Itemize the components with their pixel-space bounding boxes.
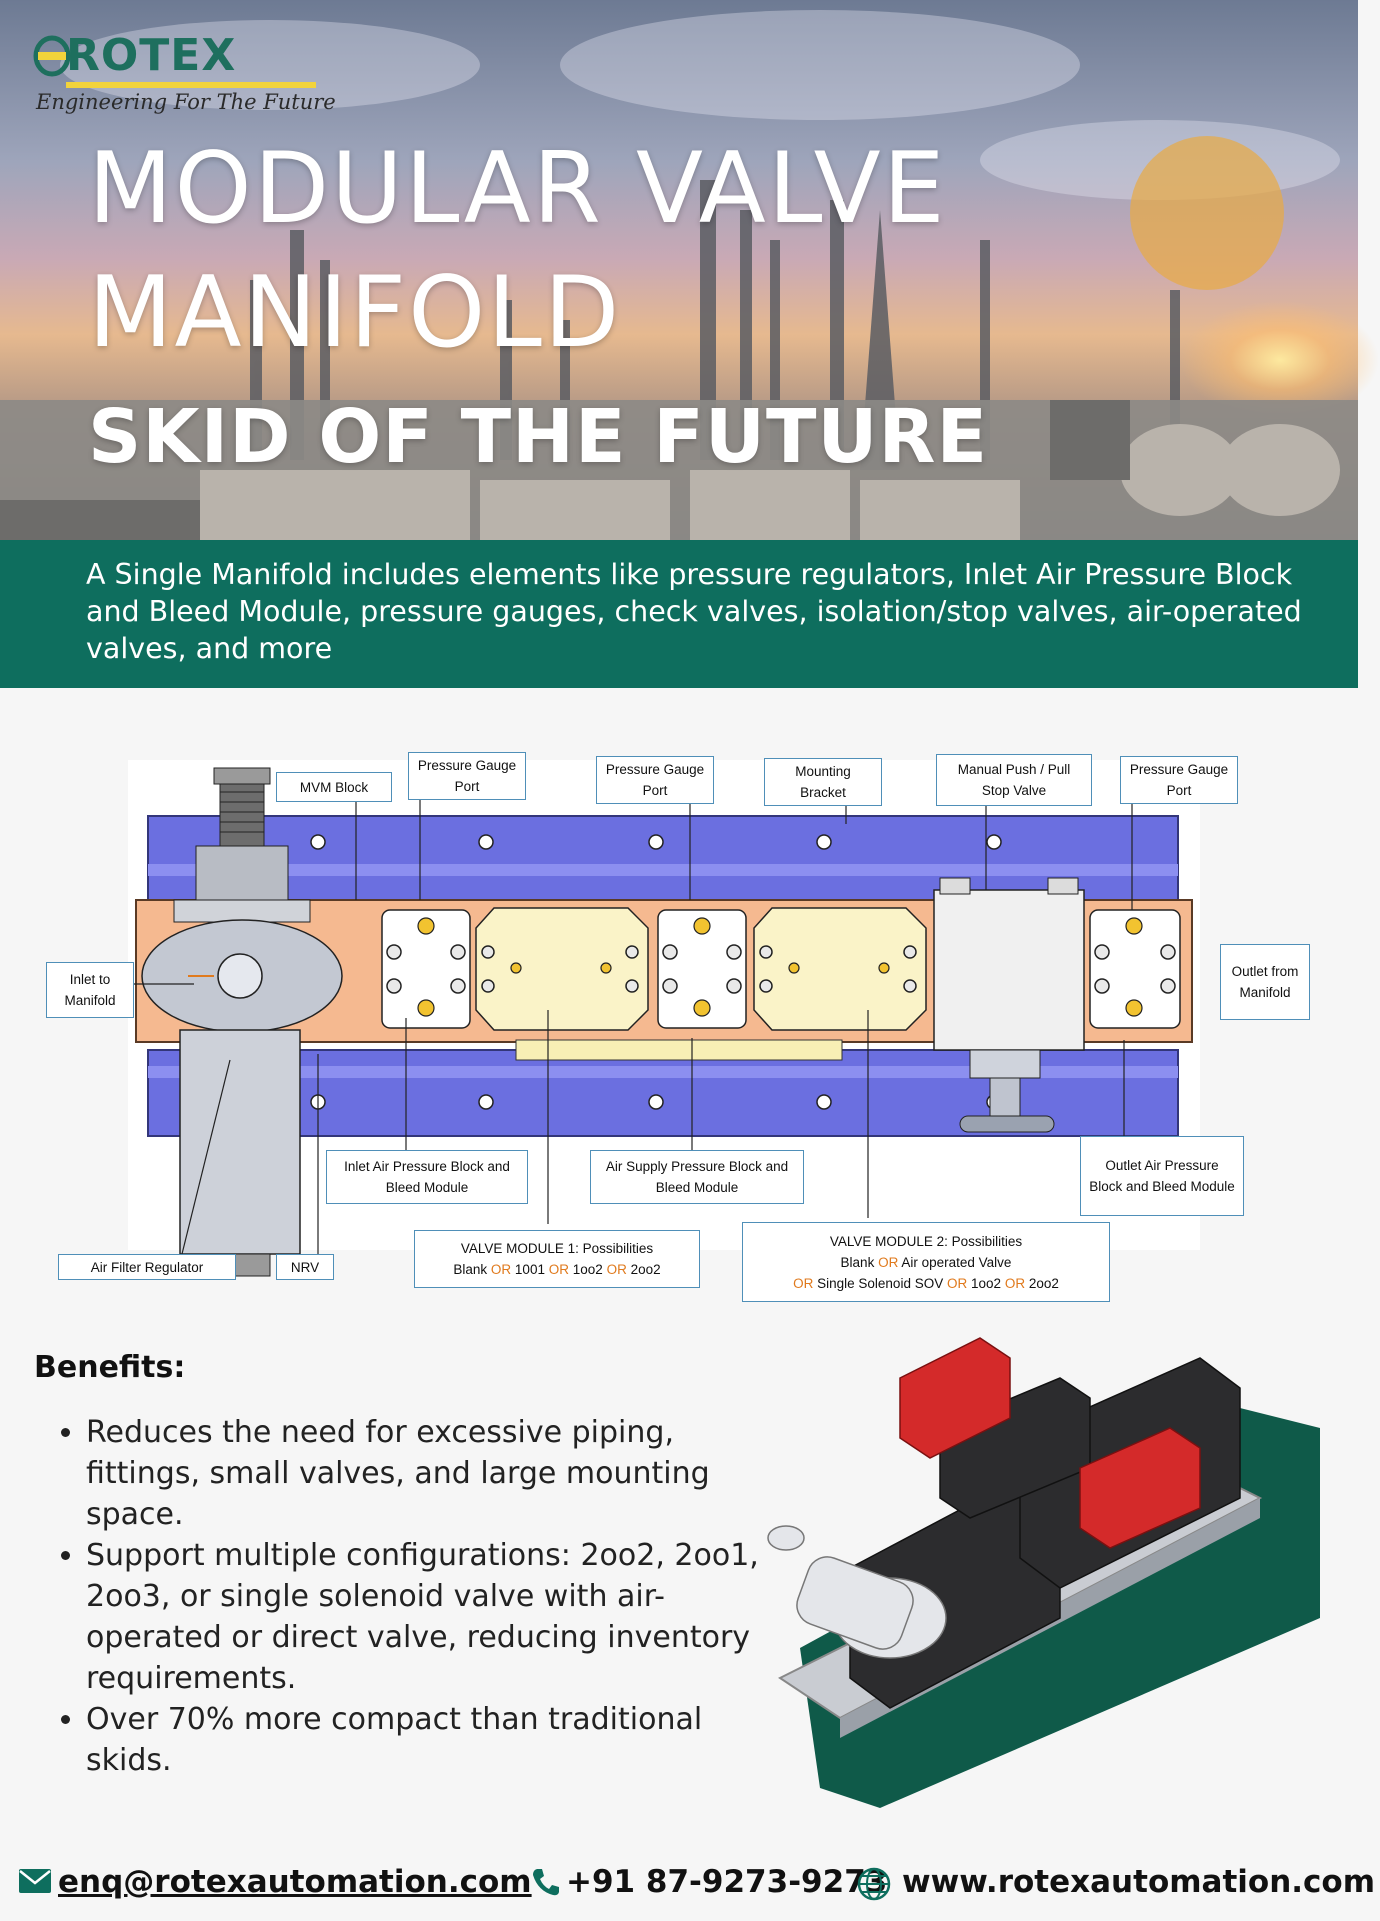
brand-tagline: Engineering For The Future xyxy=(36,90,336,114)
label-nrv: NRV xyxy=(276,1254,334,1280)
website-link[interactable]: www.rotexautomation.com xyxy=(902,1864,1376,1900)
phone-icon xyxy=(533,1869,559,1896)
brand-name: ROTEX xyxy=(66,30,237,81)
contact-footer: enq@rotexautomation.com +91 87-9273-9273… xyxy=(0,1860,1375,1912)
label-outlet-air-pressure-block: Outlet Air Pressure Block and Bleed Modu… xyxy=(1080,1136,1244,1216)
benefit-item: Reduces the need for excessive piping, f… xyxy=(86,1412,786,1535)
valve-module-1-title: VALVE MODULE 1: Possibilities xyxy=(460,1241,654,1256)
label-mounting-bracket: Mounting Bracket xyxy=(764,758,882,806)
mail-icon xyxy=(19,1869,51,1893)
valve-module-2-options-line2: OR Single Solenoid SOV OR 1oo2 OR 2oo2 xyxy=(793,1275,1059,1291)
valve-manifold-product-image xyxy=(767,1337,1320,1808)
cloud xyxy=(560,10,1080,120)
label-outlet-from-manifold: Outlet from Manifold xyxy=(1220,944,1310,1020)
intro-banner: A Single Manifold includes elements like… xyxy=(0,540,1358,688)
email-link[interactable]: enq@rotexautomation.com xyxy=(58,1864,532,1900)
benefit-item: Over 70% more compact than traditional s… xyxy=(86,1699,786,1781)
phone-link[interactable]: +91 87-9273-9273 xyxy=(566,1864,888,1900)
label-pressure-gauge-port-2: Pressure Gauge Port xyxy=(596,756,714,804)
cloud xyxy=(60,20,480,110)
decorative-circle xyxy=(1130,136,1284,290)
brand-underline xyxy=(66,82,316,88)
rotex-logo-icon xyxy=(33,35,71,77)
benefit-item: Support multiple configurations: 2oo2, 2… xyxy=(86,1535,786,1699)
manifold-diagram: MVM Block Pressure Gauge Port Pressure G… xyxy=(0,740,1358,1310)
rotex-logo: ROTEX Engineering For The Future xyxy=(33,28,336,128)
valve-module-1-options: Blank OR 1001 OR 1oo2 OR 2oo2 xyxy=(453,1262,661,1277)
globe-icon xyxy=(857,1867,891,1901)
hero-title-line3: SKID OF THE FUTURE xyxy=(88,394,989,480)
valve-module-2-options-line1: Blank OR Air operated Valve xyxy=(840,1254,1012,1270)
label-inlet-air-pressure-block: Inlet Air Pressure Block and Bleed Modul… xyxy=(326,1150,528,1204)
intro-text: A Single Manifold includes elements like… xyxy=(86,558,1302,665)
label-air-supply-pressure-block: Air Supply Pressure Block and Bleed Modu… xyxy=(590,1150,804,1204)
benefits-list: Reduces the need for excessive piping, f… xyxy=(52,1412,786,1781)
label-manual-push-pull-stop-valve: Manual Push / Pull Stop Valve xyxy=(936,754,1092,806)
label-valve-module-1: VALVE MODULE 1: Possibilities Blank OR 1… xyxy=(414,1230,700,1288)
label-mvm-block: MVM Block xyxy=(276,772,392,802)
label-valve-module-2: VALVE MODULE 2: Possibilities Blank OR A… xyxy=(742,1222,1110,1302)
label-pressure-gauge-port-1: Pressure Gauge Port xyxy=(408,752,526,800)
manifold-drawing xyxy=(128,760,1200,1277)
benefits-heading: Benefits: xyxy=(34,1350,186,1385)
label-pressure-gauge-port-3: Pressure Gauge Port xyxy=(1120,756,1238,804)
hero-title-line2: MANIFOLD xyxy=(88,256,622,370)
hero-title-line1: MODULAR VALVE xyxy=(88,132,947,246)
hero-banner: ROTEX Engineering For The Future MODULAR… xyxy=(0,0,1380,540)
label-air-filter-regulator: Air Filter Regulator xyxy=(58,1254,236,1280)
label-inlet-to-manifold: Inlet to Manifold xyxy=(46,962,134,1018)
refinery-skyline-image xyxy=(0,180,1358,540)
valve-module-2-title: VALVE MODULE 2: Possibilities xyxy=(829,1233,1023,1249)
